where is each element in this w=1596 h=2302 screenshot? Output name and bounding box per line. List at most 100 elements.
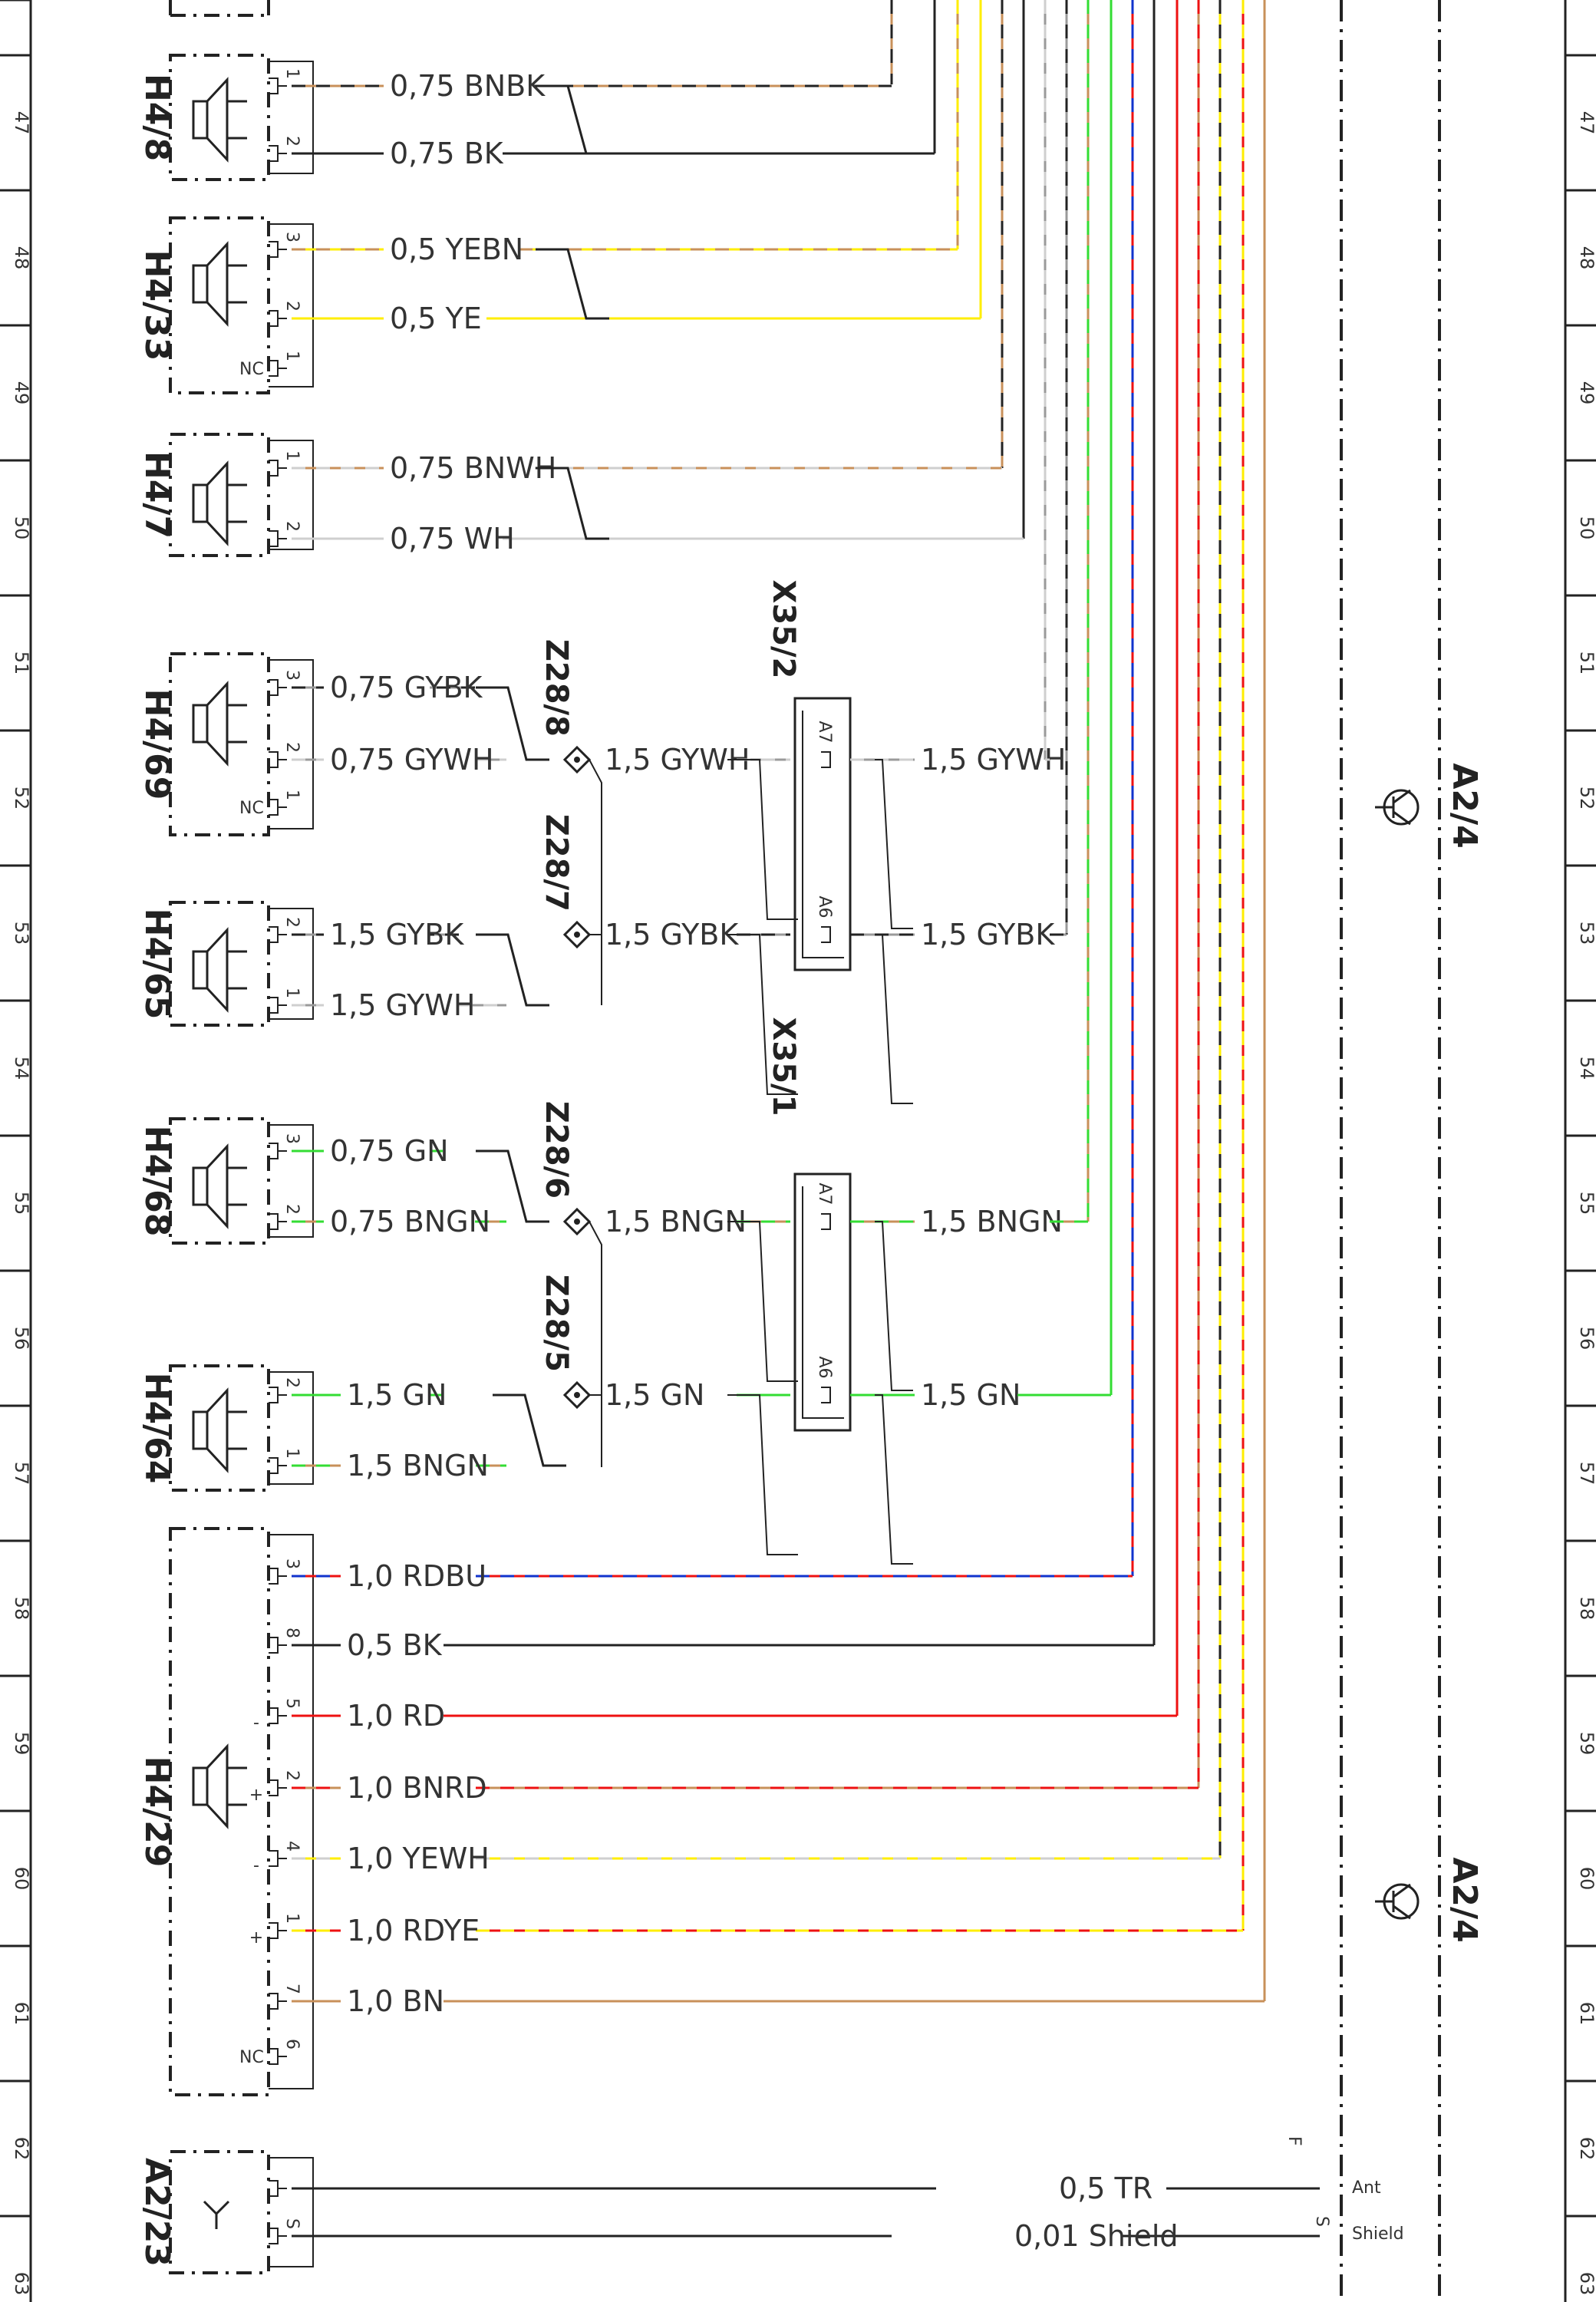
splice-link (589, 759, 602, 1005)
wire-label: 1,5 GYBK (330, 918, 464, 951)
row-number-left: 62 (11, 2137, 32, 2161)
pin-number: 3 (282, 232, 302, 242)
device-bracket (269, 1534, 314, 2089)
device-bracket (269, 61, 314, 174)
speaker-magnet (192, 100, 209, 140)
antenna-section: Ant Shield F S (1284, 2136, 1404, 2244)
pin-terminal (269, 679, 287, 696)
connector-name: X35/1 (766, 1017, 801, 1116)
wire-label: 0,75 BNGN (330, 1205, 490, 1238)
pin-number: 1 (282, 1913, 302, 1924)
row-number-left: 56 (11, 1327, 32, 1351)
twist-marker (875, 934, 913, 1104)
pin-terminal (269, 799, 287, 816)
module-a2-4-lower: A2/4 (1375, 1857, 1484, 1943)
wire-label: 1,0 BN (347, 1984, 444, 2018)
pin-nc: NC (239, 2048, 264, 2067)
device-name: H4/29 (137, 1756, 176, 1868)
connector-pin-terminal (821, 1213, 831, 1230)
connector-wire-label: 1,5 GYWH (921, 743, 1066, 777)
splice-wire-label: 1,5 GN (605, 1378, 704, 1412)
connector-pin-terminal (821, 926, 831, 943)
splice-link (589, 1394, 602, 1466)
connector-housing (793, 697, 852, 971)
connector-pin: A6 (815, 895, 834, 918)
wire-label: 1,0 RD (347, 1699, 445, 1733)
wire-label: 1,5 BNGN (347, 1449, 489, 1482)
pin-terminal (269, 1457, 287, 1474)
pin-terminal (269, 310, 287, 327)
splice-name: Z28/8 (539, 639, 574, 737)
antenna-icon (203, 2200, 230, 2229)
wire-label: 0,5 BK (347, 1628, 443, 1662)
pin-number: 1 (282, 68, 302, 79)
device-name: H4/8 (137, 74, 176, 161)
device-frame (169, 433, 270, 557)
transistor-icon (1375, 789, 1420, 826)
wire-label: 0,01 Shield (1014, 2219, 1179, 2253)
twist-marker (875, 1221, 913, 1391)
speaker-icon (192, 460, 247, 546)
pin-number: 2 (282, 1204, 302, 1215)
splice-wire-label: 1,5 GYBK (605, 918, 739, 951)
pin-number: 8 (282, 1628, 302, 1638)
wire-label: 0,75 GYWH (330, 743, 494, 777)
row-number-right: 63 (1576, 2272, 1596, 2296)
device-bracket (269, 659, 314, 829)
pin-number: 2 (282, 917, 302, 928)
wire-label: 0,75 WH (390, 522, 515, 556)
row-number-left: 49 (11, 381, 32, 405)
speaker-magnet (192, 1766, 209, 1806)
row-number-left: 47 (11, 111, 32, 135)
speaker-icon (192, 77, 247, 163)
splice-Z28-7: Z28/71,5 GYBK (539, 814, 798, 1095)
device-frame (169, 1527, 270, 2096)
pin-terminal (269, 1922, 287, 1939)
twist-marker (476, 1149, 549, 1223)
device-name: A2/23 (137, 2158, 176, 2267)
pin-number: 7 (282, 1984, 302, 1994)
device-frame (169, 2150, 270, 2274)
speaker-magnet (192, 1166, 209, 1206)
row-number-right: 51 (1576, 651, 1596, 675)
speaker-cone (206, 460, 229, 546)
device-name: H4/7 (137, 451, 176, 539)
pin-number: 1 (282, 988, 302, 998)
wire-label: 0,5 YE (390, 302, 482, 335)
pin-number: 1 (282, 450, 302, 461)
pin-terminal (269, 1993, 287, 2010)
splice-dot (574, 932, 580, 938)
wire-label: 1,0 YEWH (347, 1842, 490, 1875)
speaker-cone (206, 927, 229, 1013)
twist-marker (727, 934, 798, 1095)
speaker-cone (206, 77, 229, 163)
row-number-right: 60 (1576, 1867, 1596, 1891)
pin-terminal (269, 241, 287, 258)
splice-dot (574, 1392, 580, 1398)
pin-terminal (269, 1850, 287, 1867)
speaker-magnet (192, 483, 209, 523)
pin-number: 2 (282, 301, 302, 312)
pin-number: 3 (282, 1558, 302, 1569)
connector-wire-label: 1,5 GN (921, 1378, 1021, 1412)
device-name: H4/33 (137, 250, 176, 361)
pin-terminal (269, 1143, 287, 1159)
bus-wires (890, 0, 1266, 2001)
splice-dot (574, 757, 580, 763)
pin-number: S (282, 2218, 302, 2229)
speaker-icon (192, 927, 247, 1013)
splice-link (589, 1221, 602, 1467)
splice-wire-label: 1,5 GYWH (605, 743, 750, 777)
splice-Z28-5: Z28/51,5 GN (539, 1275, 798, 1555)
module-name-lower: A2/4 (1445, 1857, 1484, 1942)
pin-nc: NC (239, 360, 264, 379)
pin-number: 2 (282, 136, 302, 147)
splice-Z28-6: Z28/61,5 BNGN (539, 1101, 798, 1467)
wire-label: 1,5 GN (347, 1378, 447, 1412)
splice-name: Z28/6 (539, 1101, 574, 1199)
pin-terminal (269, 1568, 287, 1585)
